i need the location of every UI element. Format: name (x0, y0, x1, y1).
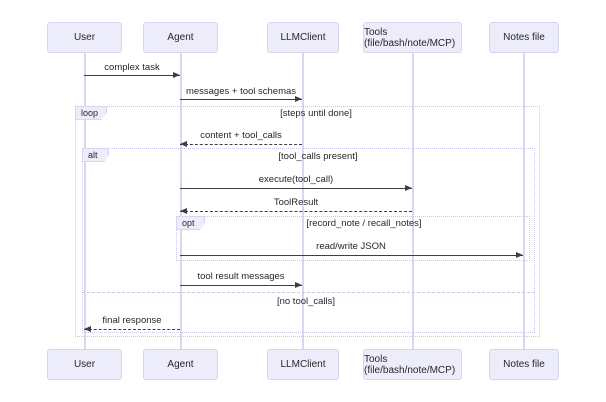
alt-else-condition: [no tool_calls] (276, 296, 336, 307)
message-label-toolresult: ToolResult (273, 197, 319, 208)
arrowhead-icon (295, 96, 302, 102)
message-label-complex-task: complex task (104, 62, 160, 73)
arrowhead-icon (295, 282, 302, 288)
actor-notes-file-label: Notes file (503, 32, 545, 43)
message-line-content-tool-calls (180, 144, 302, 145)
actor-user-top: User (47, 22, 122, 53)
actor-tools-label: Tools (file/bash/note/MCP) (364, 353, 456, 376)
actor-agent-label: Agent (167, 32, 194, 43)
message-label-content-tool-calls: content + tool_calls (200, 130, 282, 141)
actor-agent-label: Agent (167, 359, 194, 370)
lifeline-llmclient (302, 53, 304, 349)
actor-tools-bottom: Tools (file/bash/note/MCP) (363, 349, 462, 380)
lifeline-agent (180, 53, 182, 349)
actor-notes-file-bottom: Notes file (489, 349, 559, 380)
actor-llmclient-label: LLMClient (280, 32, 326, 43)
arrowhead-icon (84, 326, 91, 332)
lifeline-notes-file (523, 53, 525, 349)
lifeline-user (84, 53, 86, 349)
message-line-toolresult (180, 211, 412, 212)
message-line-read-write-json (180, 255, 523, 256)
actor-user-label: User (73, 359, 96, 370)
loop-frame-label: loop (75, 106, 107, 120)
actor-agent-top: Agent (143, 22, 218, 53)
alt-else-divider (82, 292, 535, 293)
actor-notes-file-label: Notes file (503, 359, 545, 370)
message-label-messages-tool-schemas: messages + tool schemas (185, 86, 297, 97)
alt-frame-label: alt (82, 148, 109, 162)
opt-frame (176, 216, 530, 261)
message-label-tool-result-messages: tool result messages (197, 271, 285, 282)
loop-frame (75, 106, 540, 337)
loop-condition: [steps until done] (280, 108, 352, 119)
message-line-messages-tool-schemas (180, 99, 302, 100)
alt-frame (82, 148, 535, 333)
alt-condition: [tool_calls present] (278, 151, 358, 162)
arrowhead-icon (516, 252, 523, 258)
actor-agent-bottom: Agent (143, 349, 218, 380)
arrowhead-icon (180, 208, 187, 214)
actor-user-bottom: User (47, 349, 122, 380)
message-line-execute-tool-call (180, 188, 412, 189)
actor-llmclient-top: LLMClient (267, 22, 339, 53)
message-line-final-response (84, 329, 180, 330)
message-line-complex-task (84, 75, 180, 76)
actor-tools-label: Tools (file/bash/note/MCP) (364, 26, 456, 49)
message-label-read-write-json: read/write JSON (316, 241, 386, 252)
actor-tools-top: Tools (file/bash/note/MCP) (363, 22, 462, 53)
actor-llmclient-label: LLMClient (280, 359, 326, 370)
opt-condition: [record_note / recall_notes] (306, 218, 422, 229)
arrowhead-icon (180, 141, 187, 147)
message-line-tool-result-messages (180, 285, 302, 286)
lifeline-tools (412, 53, 414, 349)
actor-notes-file-top: Notes file (489, 22, 559, 53)
arrowhead-icon (405, 185, 412, 191)
arrowhead-icon (173, 72, 180, 78)
message-label-execute-tool-call: execute(tool_call) (258, 174, 334, 185)
message-label-final-response: final response (102, 315, 162, 326)
actor-llmclient-bottom: LLMClient (267, 349, 339, 380)
opt-frame-label: opt (176, 216, 205, 230)
actor-user-label: User (73, 32, 96, 43)
